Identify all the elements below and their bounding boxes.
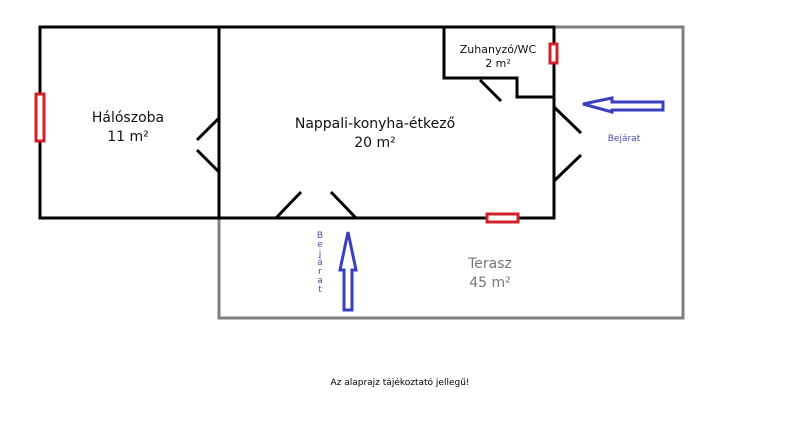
living-name: Nappali-konyha-étkező bbox=[295, 116, 455, 132]
bathroom-area: 2 m² bbox=[485, 57, 511, 70]
entrance-letter: r bbox=[318, 267, 322, 277]
bathroom-walls bbox=[442, 27, 554, 99]
right-entrance-door bbox=[552, 105, 583, 183]
bathroom-door bbox=[478, 78, 503, 103]
terrace-name: Terasz bbox=[467, 256, 512, 272]
entrance-letter: t bbox=[318, 285, 322, 295]
entrance-label-bottom: B e j á r a t bbox=[317, 231, 323, 295]
entrance-letter: B bbox=[317, 231, 323, 241]
disclaimer-note: Az alaprajz tájékoztató jellegű! bbox=[330, 377, 469, 388]
entrance-letter: á bbox=[317, 258, 323, 268]
bedroom-area: 11 m² bbox=[107, 129, 149, 145]
bottom-entrance-door bbox=[274, 190, 358, 220]
bedroom-name: Hálószoba bbox=[92, 110, 164, 126]
bathroom-window bbox=[548, 42, 559, 65]
entrance-arrow-left bbox=[582, 96, 665, 114]
entrance-arrow-up bbox=[338, 231, 358, 312]
terrace-outline bbox=[217, 25, 685, 320]
living-window bbox=[485, 212, 520, 224]
entrance-letter: j bbox=[318, 249, 322, 259]
entrance-letter: e bbox=[317, 240, 323, 250]
bathroom-name: Zuhanyzó/WC bbox=[460, 43, 537, 56]
living-area: 20 m² bbox=[354, 135, 396, 151]
terrace-area: 45 m² bbox=[469, 275, 511, 291]
bedroom-door bbox=[195, 116, 221, 174]
bedroom-window bbox=[34, 92, 46, 143]
entrance-letter: a bbox=[317, 276, 323, 286]
entrance-label-right: Bejárat bbox=[608, 134, 641, 144]
